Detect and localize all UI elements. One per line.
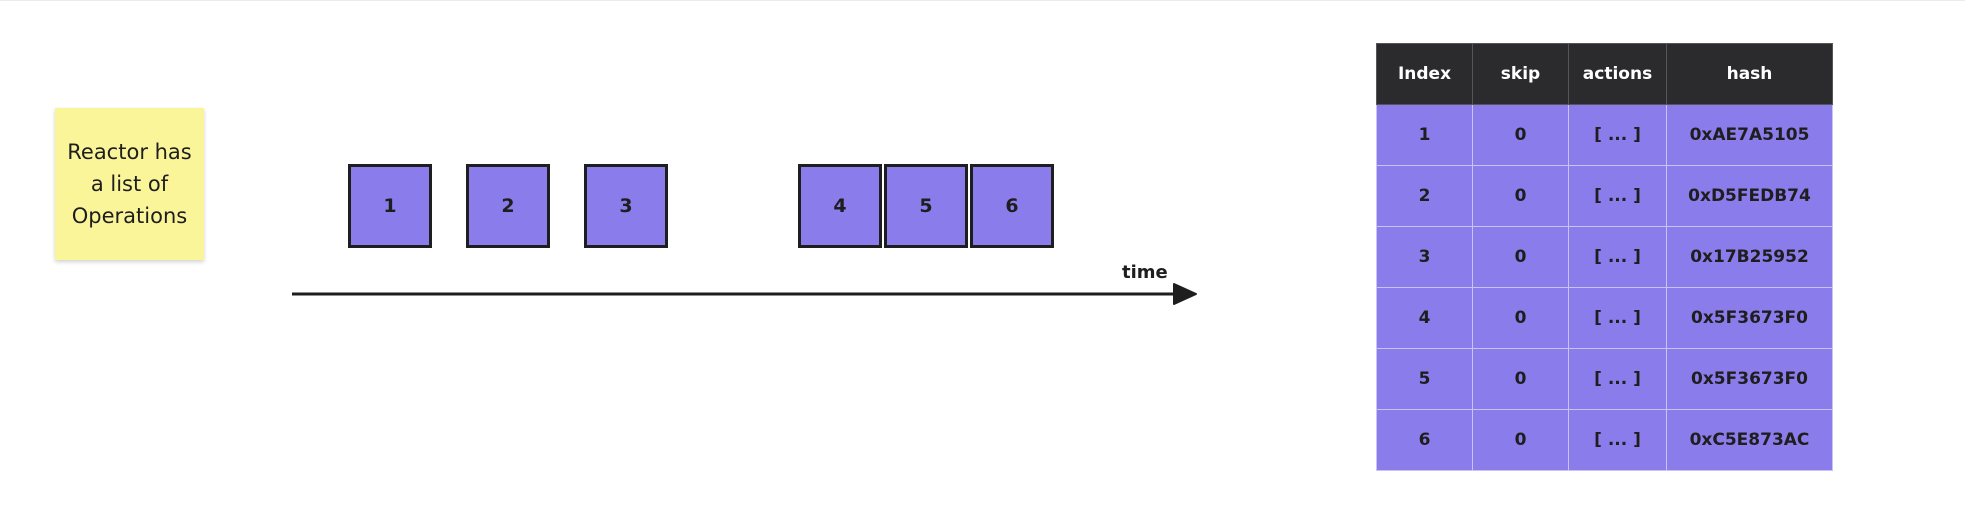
cell-index: 1 xyxy=(1376,104,1473,166)
cell-hash: 0xC5E873AC xyxy=(1666,409,1833,471)
cell-hash: 0x5F3673F0 xyxy=(1666,348,1833,410)
table-row: 6 0 [ ... ] 0xC5E873AC xyxy=(1376,409,1833,471)
cell-skip: 0 xyxy=(1472,104,1569,166)
cell-actions: [ ... ] xyxy=(1568,409,1667,471)
cell-actions: [ ... ] xyxy=(1568,165,1667,227)
table-row: 4 0 [ ... ] 0x5F3673F0 xyxy=(1376,287,1833,349)
table-header-row: Index skip actions hash xyxy=(1376,43,1833,105)
cell-index: 5 xyxy=(1376,348,1473,410)
operation-box[interactable]: 3 xyxy=(584,164,668,248)
table-row: 2 0 [ ... ] 0xD5FEDB74 xyxy=(1376,165,1833,227)
cell-actions: [ ... ] xyxy=(1568,104,1667,166)
cell-hash: 0x17B25952 xyxy=(1666,226,1833,288)
cell-skip: 0 xyxy=(1472,348,1569,410)
cell-index: 6 xyxy=(1376,409,1473,471)
operations-table: Index skip actions hash 1 0 [ ... ] 0xAE… xyxy=(1376,43,1833,471)
table-row: 5 0 [ ... ] 0x5F3673F0 xyxy=(1376,348,1833,410)
column-header-skip: skip xyxy=(1472,43,1569,105)
cell-index: 3 xyxy=(1376,226,1473,288)
sticky-note-text: Reactor has a list of Operations xyxy=(67,140,192,228)
sticky-note[interactable]: Reactor has a list of Operations xyxy=(55,108,204,260)
cell-hash: 0xAE7A5105 xyxy=(1666,104,1833,166)
operation-box[interactable]: 5 xyxy=(884,164,968,248)
column-header-hash: hash xyxy=(1666,43,1833,105)
cell-actions: [ ... ] xyxy=(1568,348,1667,410)
table-row: 1 0 [ ... ] 0xAE7A5105 xyxy=(1376,104,1833,166)
cell-skip: 0 xyxy=(1472,165,1569,227)
cell-index: 4 xyxy=(1376,287,1473,349)
cell-index: 2 xyxy=(1376,165,1473,227)
operation-box[interactable]: 4 xyxy=(798,164,882,248)
operation-box[interactable]: 6 xyxy=(970,164,1054,248)
cell-skip: 0 xyxy=(1472,226,1569,288)
cell-hash: 0x5F3673F0 xyxy=(1666,287,1833,349)
arrowhead-icon xyxy=(1173,283,1197,305)
column-header-index: Index xyxy=(1376,43,1473,105)
cell-hash: 0xD5FEDB74 xyxy=(1666,165,1833,227)
canvas-top-edge xyxy=(0,0,1965,1)
cell-skip: 0 xyxy=(1472,287,1569,349)
timeline-label: time xyxy=(1122,262,1168,283)
operation-box[interactable]: 1 xyxy=(348,164,432,248)
cell-actions: [ ... ] xyxy=(1568,287,1667,349)
operation-box[interactable]: 2 xyxy=(466,164,550,248)
table-row: 3 0 [ ... ] 0x17B25952 xyxy=(1376,226,1833,288)
column-header-actions: actions xyxy=(1568,43,1667,105)
cell-actions: [ ... ] xyxy=(1568,226,1667,288)
cell-skip: 0 xyxy=(1472,409,1569,471)
